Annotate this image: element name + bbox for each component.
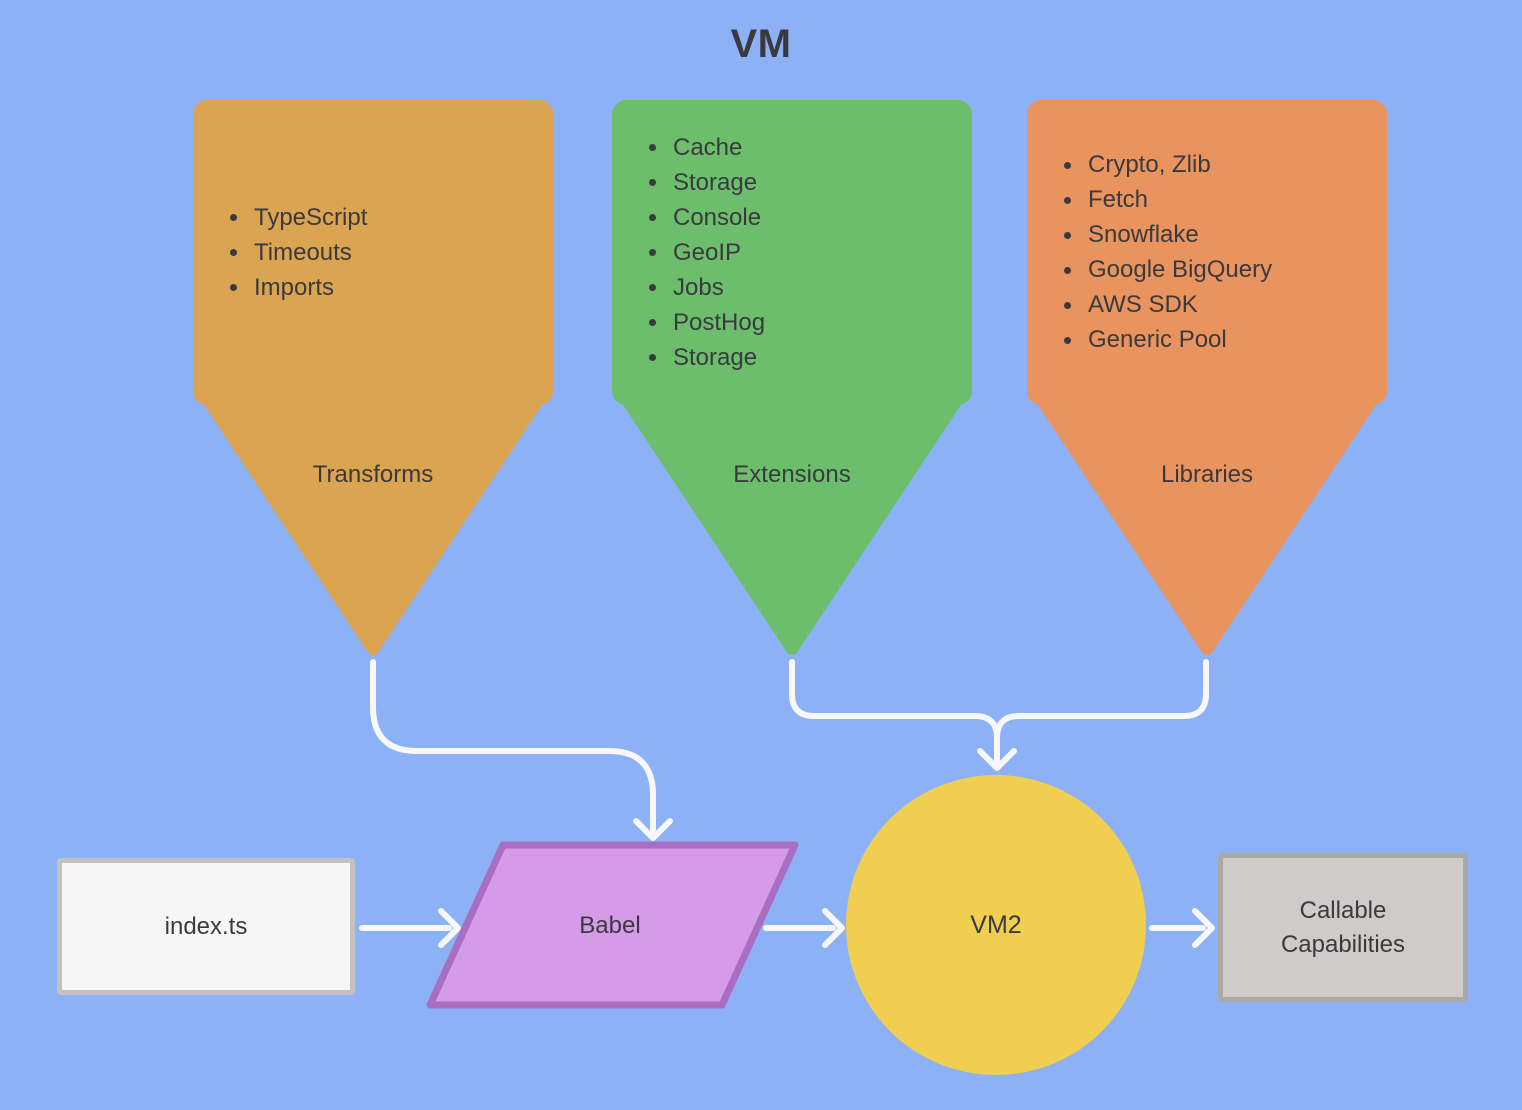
funnel-item: Timeouts [230,235,367,270]
funnel-item-label: Google BigQuery [1088,256,1273,283]
connector-transforms-to-babel [370,659,656,839]
babel-label: Babel [579,911,641,939]
bullet-dot [1064,336,1071,344]
arrowhead-vm2-to-output [1192,908,1215,948]
arrowhead-into-babel [633,818,673,841]
funnel-item: Crypto, Zlib [1064,148,1272,183]
funnel-item-label: Generic Pool [1088,326,1227,353]
funnel-item: GeoIP [649,235,765,270]
funnel-item: Storage [649,165,765,200]
funnel-item-label: Console [673,203,762,231]
connector-extensions-to-vm2 [789,659,1000,766]
index-ts-label: index.ts [164,912,248,940]
funnel-transforms-shape [193,100,553,655]
funnel-body [193,100,553,405]
bullet-dot [649,354,656,361]
funnel-libraries-shape [1027,100,1387,655]
funnel-item-label: Snowflake [1088,221,1199,248]
funnel-item: Cache [649,130,765,165]
funnel-item-label: Crypto, Zlib [1088,151,1211,178]
funnel-item: AWS SDK [1064,288,1272,323]
funnel-item-label: Jobs [673,273,724,301]
arrowhead-babel-to-vm2 [822,908,845,948]
bullet-dot [649,284,656,291]
funnel-item-label: PostHog [673,308,766,336]
babel-parallelogram [426,841,799,1009]
callable-capabilities-label: Callable Capabilities [1280,896,1406,958]
funnel-item-label: TypeScript [254,203,368,231]
funnel-item: PostHog [649,305,765,340]
funnel-spout [1038,397,1376,655]
funnel-item: Console [649,200,765,235]
bullet-dot [649,249,656,256]
funnel-item: Storage [649,340,765,375]
funnel-spout [204,397,542,655]
funnel-item: TypeScript [230,200,367,235]
funnel-item-label: Fetch [1088,186,1149,213]
index-ts-node: index.ts [57,858,355,995]
funnel-libraries-label: Libraries [1160,461,1254,488]
bullet-dot [649,179,656,186]
diagram-title: VM [730,22,792,66]
bullet-dot [1064,161,1071,169]
funnel-extensions-label: Extensions [733,461,851,488]
funnel-item-label: Timeouts [254,238,352,266]
bullet-dot [649,144,656,151]
funnel-item-label: Storage [673,343,758,371]
funnel-item: Snowflake [1064,218,1272,253]
funnel-item: Generic Pool [1064,323,1272,358]
bullet-dot [1064,266,1071,274]
bullet-dot [649,214,656,221]
funnel-body [1027,100,1387,405]
funnel-item-label: Storage [673,168,758,196]
callable-capabilities-node: Callable Capabilities [1218,853,1468,1002]
parallelogram-shape [426,841,799,1009]
funnel-spout [623,397,961,655]
connector-libraries-to-vm2 [994,659,1209,741]
funnel-body [612,100,972,405]
funnel-item-label: AWS SDK [1088,291,1198,318]
bullet-dot [230,249,237,256]
arrowhead-into-vm2 [977,748,1017,771]
bullet-dot [230,284,237,291]
funnel-transforms-label: Transforms [312,461,434,488]
funnel-item-label: Imports [254,273,335,301]
funnel-item: Google BigQuery [1064,253,1272,288]
funnel-item: Jobs [649,270,765,305]
funnel-item: Fetch [1064,183,1272,218]
bullet-dot [1064,196,1071,204]
vm2-node: VM2 [846,775,1146,1075]
vm2-label: VM2 [970,910,1022,939]
bullet-dot [649,319,656,326]
funnel-item-label: Cache [673,133,743,161]
babel-node: Babel [420,838,800,1013]
bullet-dot [1064,301,1071,309]
funnel-item: Imports [230,270,367,305]
funnel-item-label: GeoIP [673,238,742,266]
bullet-dot [1064,231,1071,239]
funnel-extensions-shape [612,100,972,655]
bullet-dot [230,214,237,221]
